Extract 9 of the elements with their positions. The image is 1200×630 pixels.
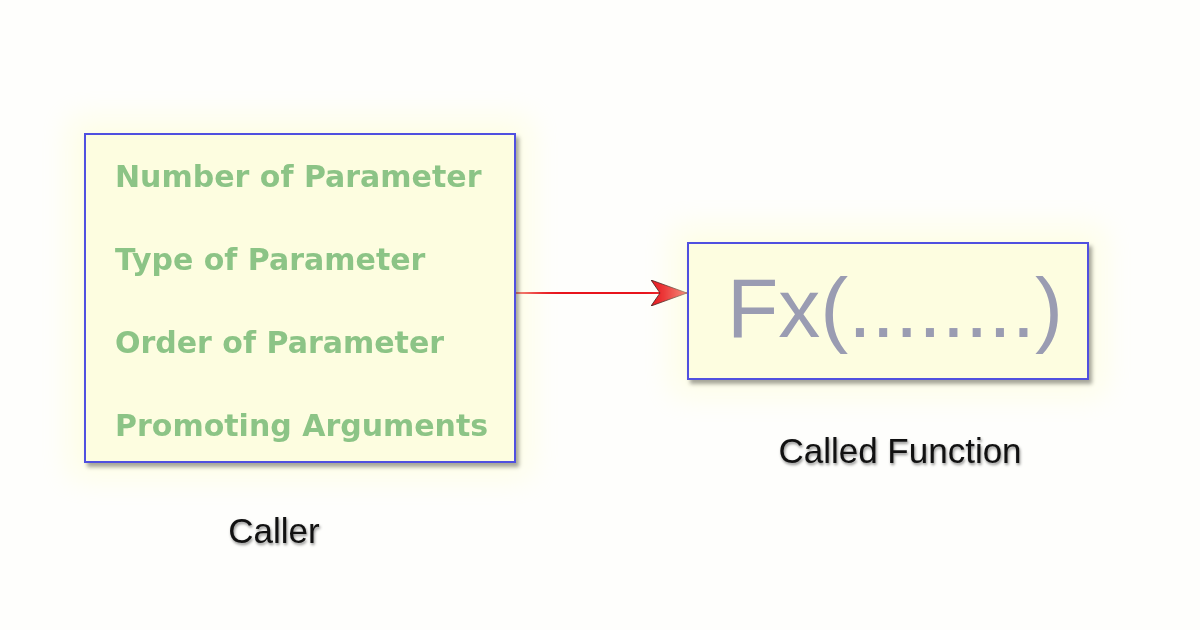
parameter-text: Promoting Arguments (115, 407, 489, 445)
parameter-text: Order of Parameter (115, 324, 445, 362)
node-caption: Called Function (778, 432, 1022, 471)
parameter-text: Number of Parameter (115, 158, 482, 196)
parameter-text: Type of Parameter (115, 241, 426, 279)
process-box (84, 133, 516, 463)
node-caption: Caller (228, 512, 320, 551)
arrow (516, 279, 688, 307)
process-box (687, 242, 1089, 380)
